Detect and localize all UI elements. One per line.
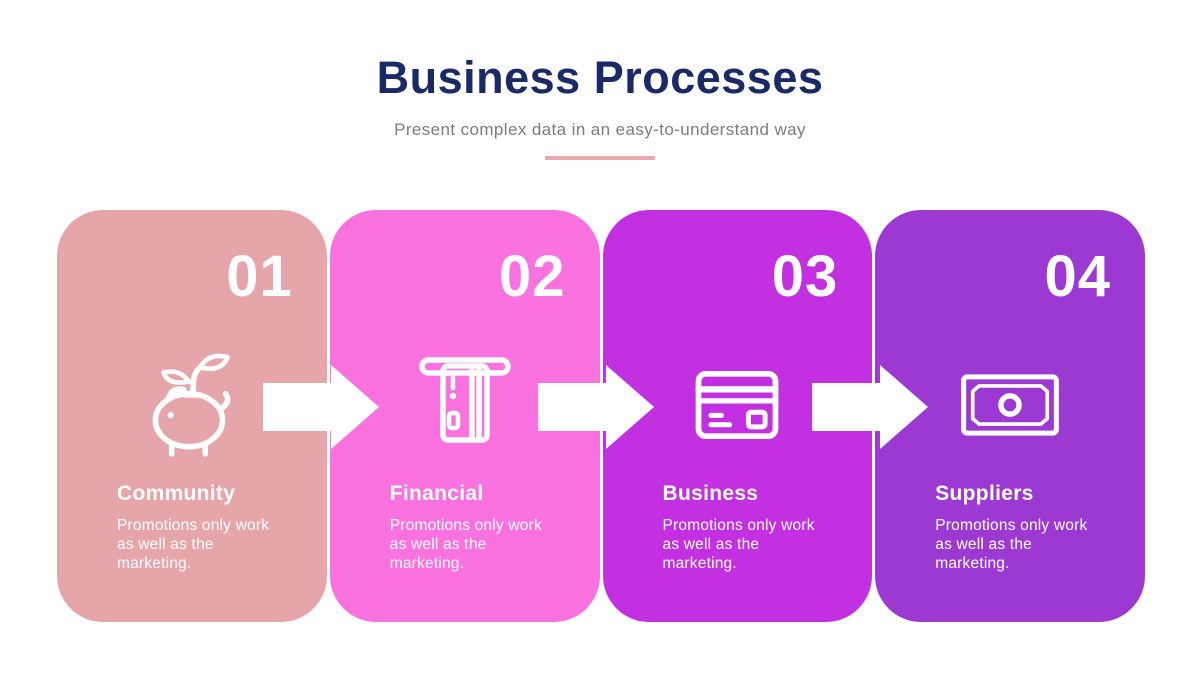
step-title: Business — [662, 482, 759, 505]
step-number: 03 — [771, 244, 839, 309]
step-number: 04 — [1044, 244, 1111, 309]
credit-card-icon — [603, 338, 873, 472]
step-number: 02 — [498, 244, 566, 309]
step-description: Promotions only work as well as the mark… — [662, 517, 815, 572]
accent-divider — [545, 156, 655, 160]
step-title: Community — [117, 482, 236, 505]
step-number: 01 — [226, 244, 293, 309]
piggy-bank-sprout-icon — [57, 338, 327, 472]
page-title: Business Processes — [376, 52, 824, 103]
step-description: Promotions only work as well as the mark… — [117, 517, 270, 572]
atm-card-insert-icon — [330, 338, 600, 472]
step-card-suppliers: 04 Suppliers Promotions only work as wel… — [875, 210, 1145, 622]
step-title: Financial — [389, 482, 484, 505]
banknote-icon — [875, 338, 1145, 472]
step-description: Promotions only work as well as the mark… — [935, 517, 1088, 572]
step-description: Promotions only work as well as the mark… — [389, 517, 542, 572]
step-title: Suppliers — [935, 482, 1034, 505]
page-subtitle: Present complex data in an easy-to-under… — [394, 120, 806, 139]
header: Business Processes Present complex data … — [0, 52, 1200, 160]
process-steps-row: 01 Community Promotions only work as wel… — [57, 210, 1145, 622]
